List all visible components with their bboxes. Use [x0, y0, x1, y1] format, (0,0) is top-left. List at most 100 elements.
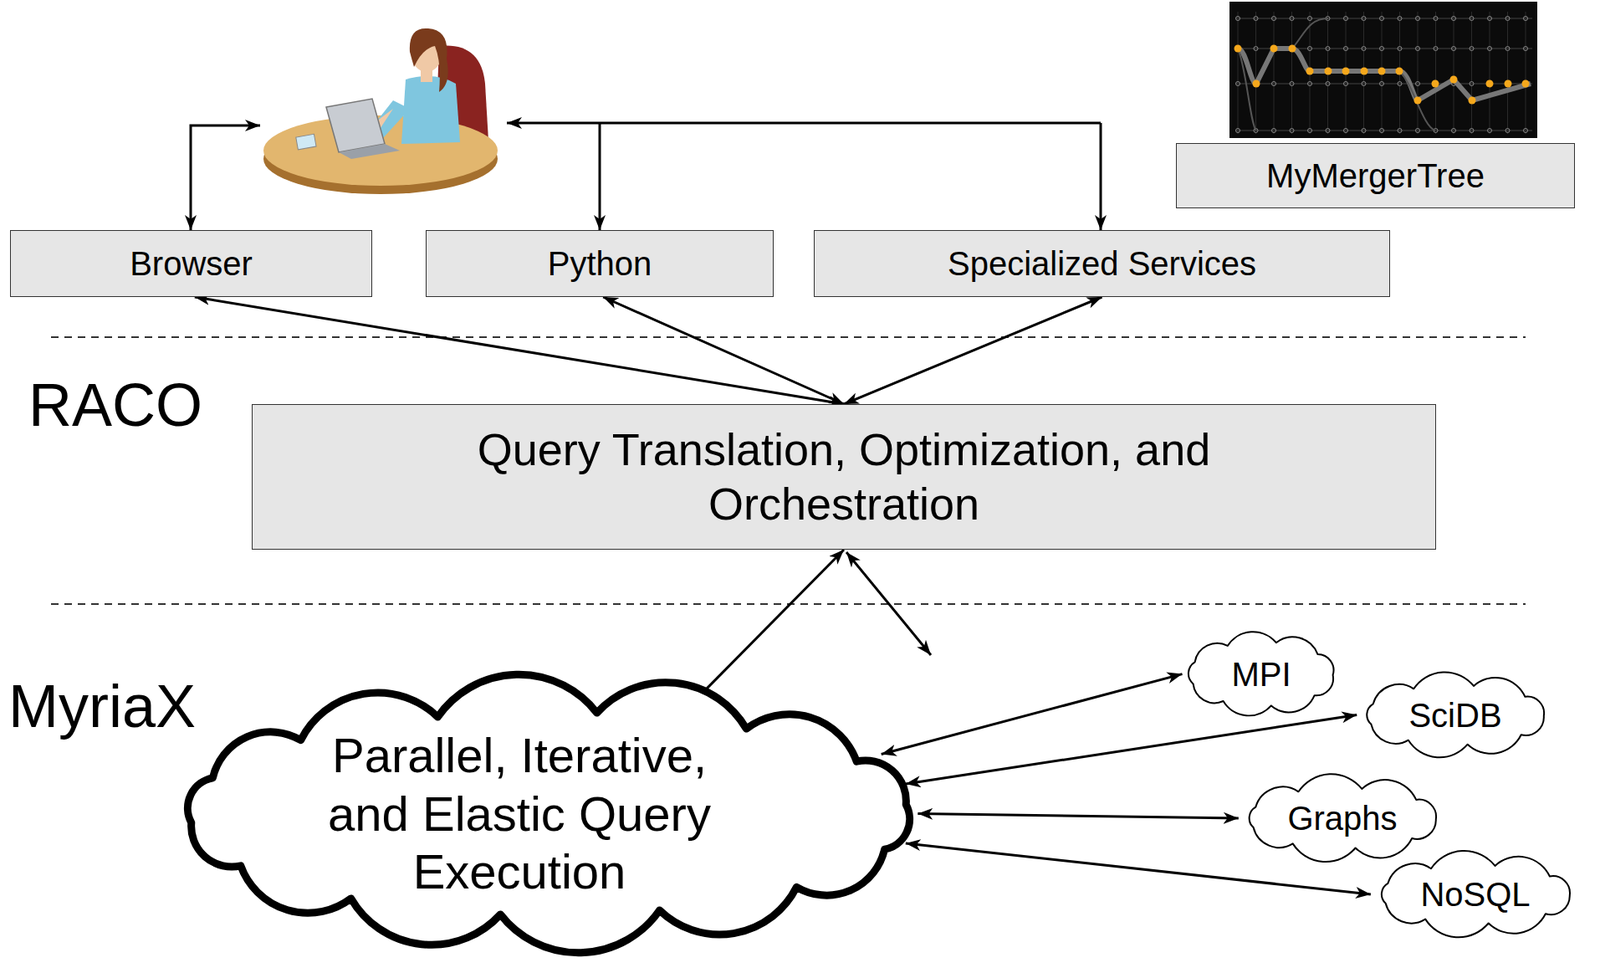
- tree-stroke: [1435, 11, 1437, 134]
- tree-stroke: [1505, 128, 1510, 133]
- tree-stroke: [1288, 45, 1297, 53]
- tree-stroke: [1451, 46, 1457, 52]
- tree-stroke: [1417, 11, 1419, 134]
- connector-arrow: [881, 674, 1183, 755]
- cloud-outline: [1188, 631, 1335, 716]
- tree-stroke: [1361, 46, 1366, 52]
- tree-stroke: [1522, 80, 1530, 88]
- tree-stroke: [1397, 81, 1402, 87]
- tree-stroke: [1415, 81, 1421, 87]
- tree-stroke: [1380, 128, 1385, 133]
- tree-stroke: [1272, 81, 1277, 87]
- tree-stroke: [1469, 46, 1474, 52]
- tree-stroke: [1397, 16, 1402, 21]
- tree-stroke: [1505, 46, 1510, 52]
- tree-stroke: [1469, 16, 1474, 21]
- connector-arrow: [843, 296, 1103, 404]
- tree-stroke: [1451, 128, 1457, 133]
- tree-stroke: [1523, 16, 1529, 21]
- tree-stroke: [1415, 128, 1421, 133]
- user-illustration: [263, 28, 498, 195]
- tier-divider: [51, 336, 1526, 338]
- tree-stroke: [1237, 18, 1436, 131]
- tree-stroke: [1289, 16, 1294, 21]
- node-text: SciDB: [1408, 695, 1502, 736]
- tree-stroke: [1344, 46, 1349, 52]
- tree-stroke: [1415, 46, 1421, 52]
- backend-cloud: Graphs: [1229, 768, 1456, 868]
- tree-stroke: [1507, 11, 1508, 134]
- client-box: Browser: [10, 230, 373, 297]
- connector-arrow: [695, 549, 844, 701]
- node-text: Query Translation, Optimization, and Orc…: [459, 422, 1229, 532]
- backend-cloud: SciDB: [1348, 666, 1563, 763]
- tree-stroke: [1344, 81, 1349, 87]
- tree-stroke: [1414, 97, 1422, 105]
- tree-stroke: [1306, 67, 1314, 76]
- tree-stroke: [1487, 46, 1493, 52]
- tree-stroke: [1451, 16, 1457, 21]
- tree-stroke: [1325, 46, 1330, 52]
- tier-label: MyriaX: [8, 675, 196, 737]
- tree-stroke: [1308, 128, 1313, 133]
- tree-stroke: [1487, 128, 1493, 133]
- tree-stroke: [1489, 11, 1491, 134]
- backend-cloud: NoSQL: [1361, 845, 1590, 943]
- tree-stroke: [1415, 16, 1421, 21]
- tree-stroke: [1236, 128, 1241, 133]
- tree-stroke: [1525, 11, 1527, 134]
- connector-arrow: [603, 296, 844, 404]
- tree-stroke: [1253, 16, 1258, 21]
- tree-stroke: [1308, 81, 1313, 87]
- tree-stroke: [1380, 46, 1385, 52]
- tree-stroke: [1325, 81, 1330, 87]
- connector-arrow: [905, 715, 1357, 784]
- tree-stroke: [1237, 48, 1531, 101]
- tree-stroke: [1234, 45, 1243, 53]
- tree-stroke: [1471, 11, 1473, 134]
- tree-stroke: [1397, 128, 1402, 133]
- tree-stroke: [1504, 80, 1513, 88]
- tier-label: RACO: [28, 374, 203, 435]
- tree-stroke: [1255, 11, 1257, 134]
- tree-stroke: [1469, 81, 1474, 87]
- tree-stroke: [1380, 16, 1385, 21]
- node-text: Parallel, Iterative, and Elastic Query E…: [285, 725, 754, 901]
- client-box: Specialized Services: [813, 230, 1391, 297]
- tree-stroke: [1486, 80, 1494, 88]
- tree-stroke: [1380, 81, 1385, 87]
- tree-stroke: [1431, 80, 1440, 88]
- node-text: Graphs: [1287, 797, 1397, 839]
- tree-stroke: [1324, 67, 1333, 76]
- tree-stroke: [1469, 128, 1474, 133]
- tree-stroke: [1289, 128, 1294, 133]
- connector-arrow: [194, 296, 844, 404]
- tree-stroke: [1468, 97, 1477, 105]
- tree-stroke: [1273, 11, 1275, 134]
- tree-stroke: [1308, 16, 1313, 21]
- tree-stroke: [1270, 45, 1278, 53]
- tree-stroke: [1237, 11, 1239, 134]
- tool-box: MyMergerTree: [1175, 143, 1575, 209]
- tree-stroke: [1360, 67, 1369, 76]
- tree-stroke: [1361, 81, 1366, 87]
- cloud-outline: [1249, 773, 1437, 862]
- node-text: Browser: [129, 243, 253, 284]
- node-text: NoSQL: [1420, 874, 1530, 915]
- tree-stroke: [1361, 16, 1366, 21]
- tree-stroke: [1289, 81, 1294, 87]
- client-box: Python: [425, 230, 774, 297]
- backend-cloud: MPI: [1173, 625, 1350, 722]
- node-text: Specialized Services: [947, 243, 1257, 284]
- tree-stroke: [1378, 67, 1386, 76]
- tree-stroke: [1433, 16, 1438, 21]
- tree-stroke: [1523, 128, 1529, 133]
- tree-stroke: [1344, 128, 1349, 133]
- tree-stroke: [1523, 46, 1529, 52]
- cloud-outline: [1381, 850, 1570, 937]
- tree-stroke: [1450, 76, 1458, 84]
- tree-stroke: [1291, 11, 1293, 134]
- tree-stroke: [1453, 11, 1455, 134]
- tree-stroke: [1236, 16, 1241, 21]
- tree-stroke: [1395, 67, 1404, 76]
